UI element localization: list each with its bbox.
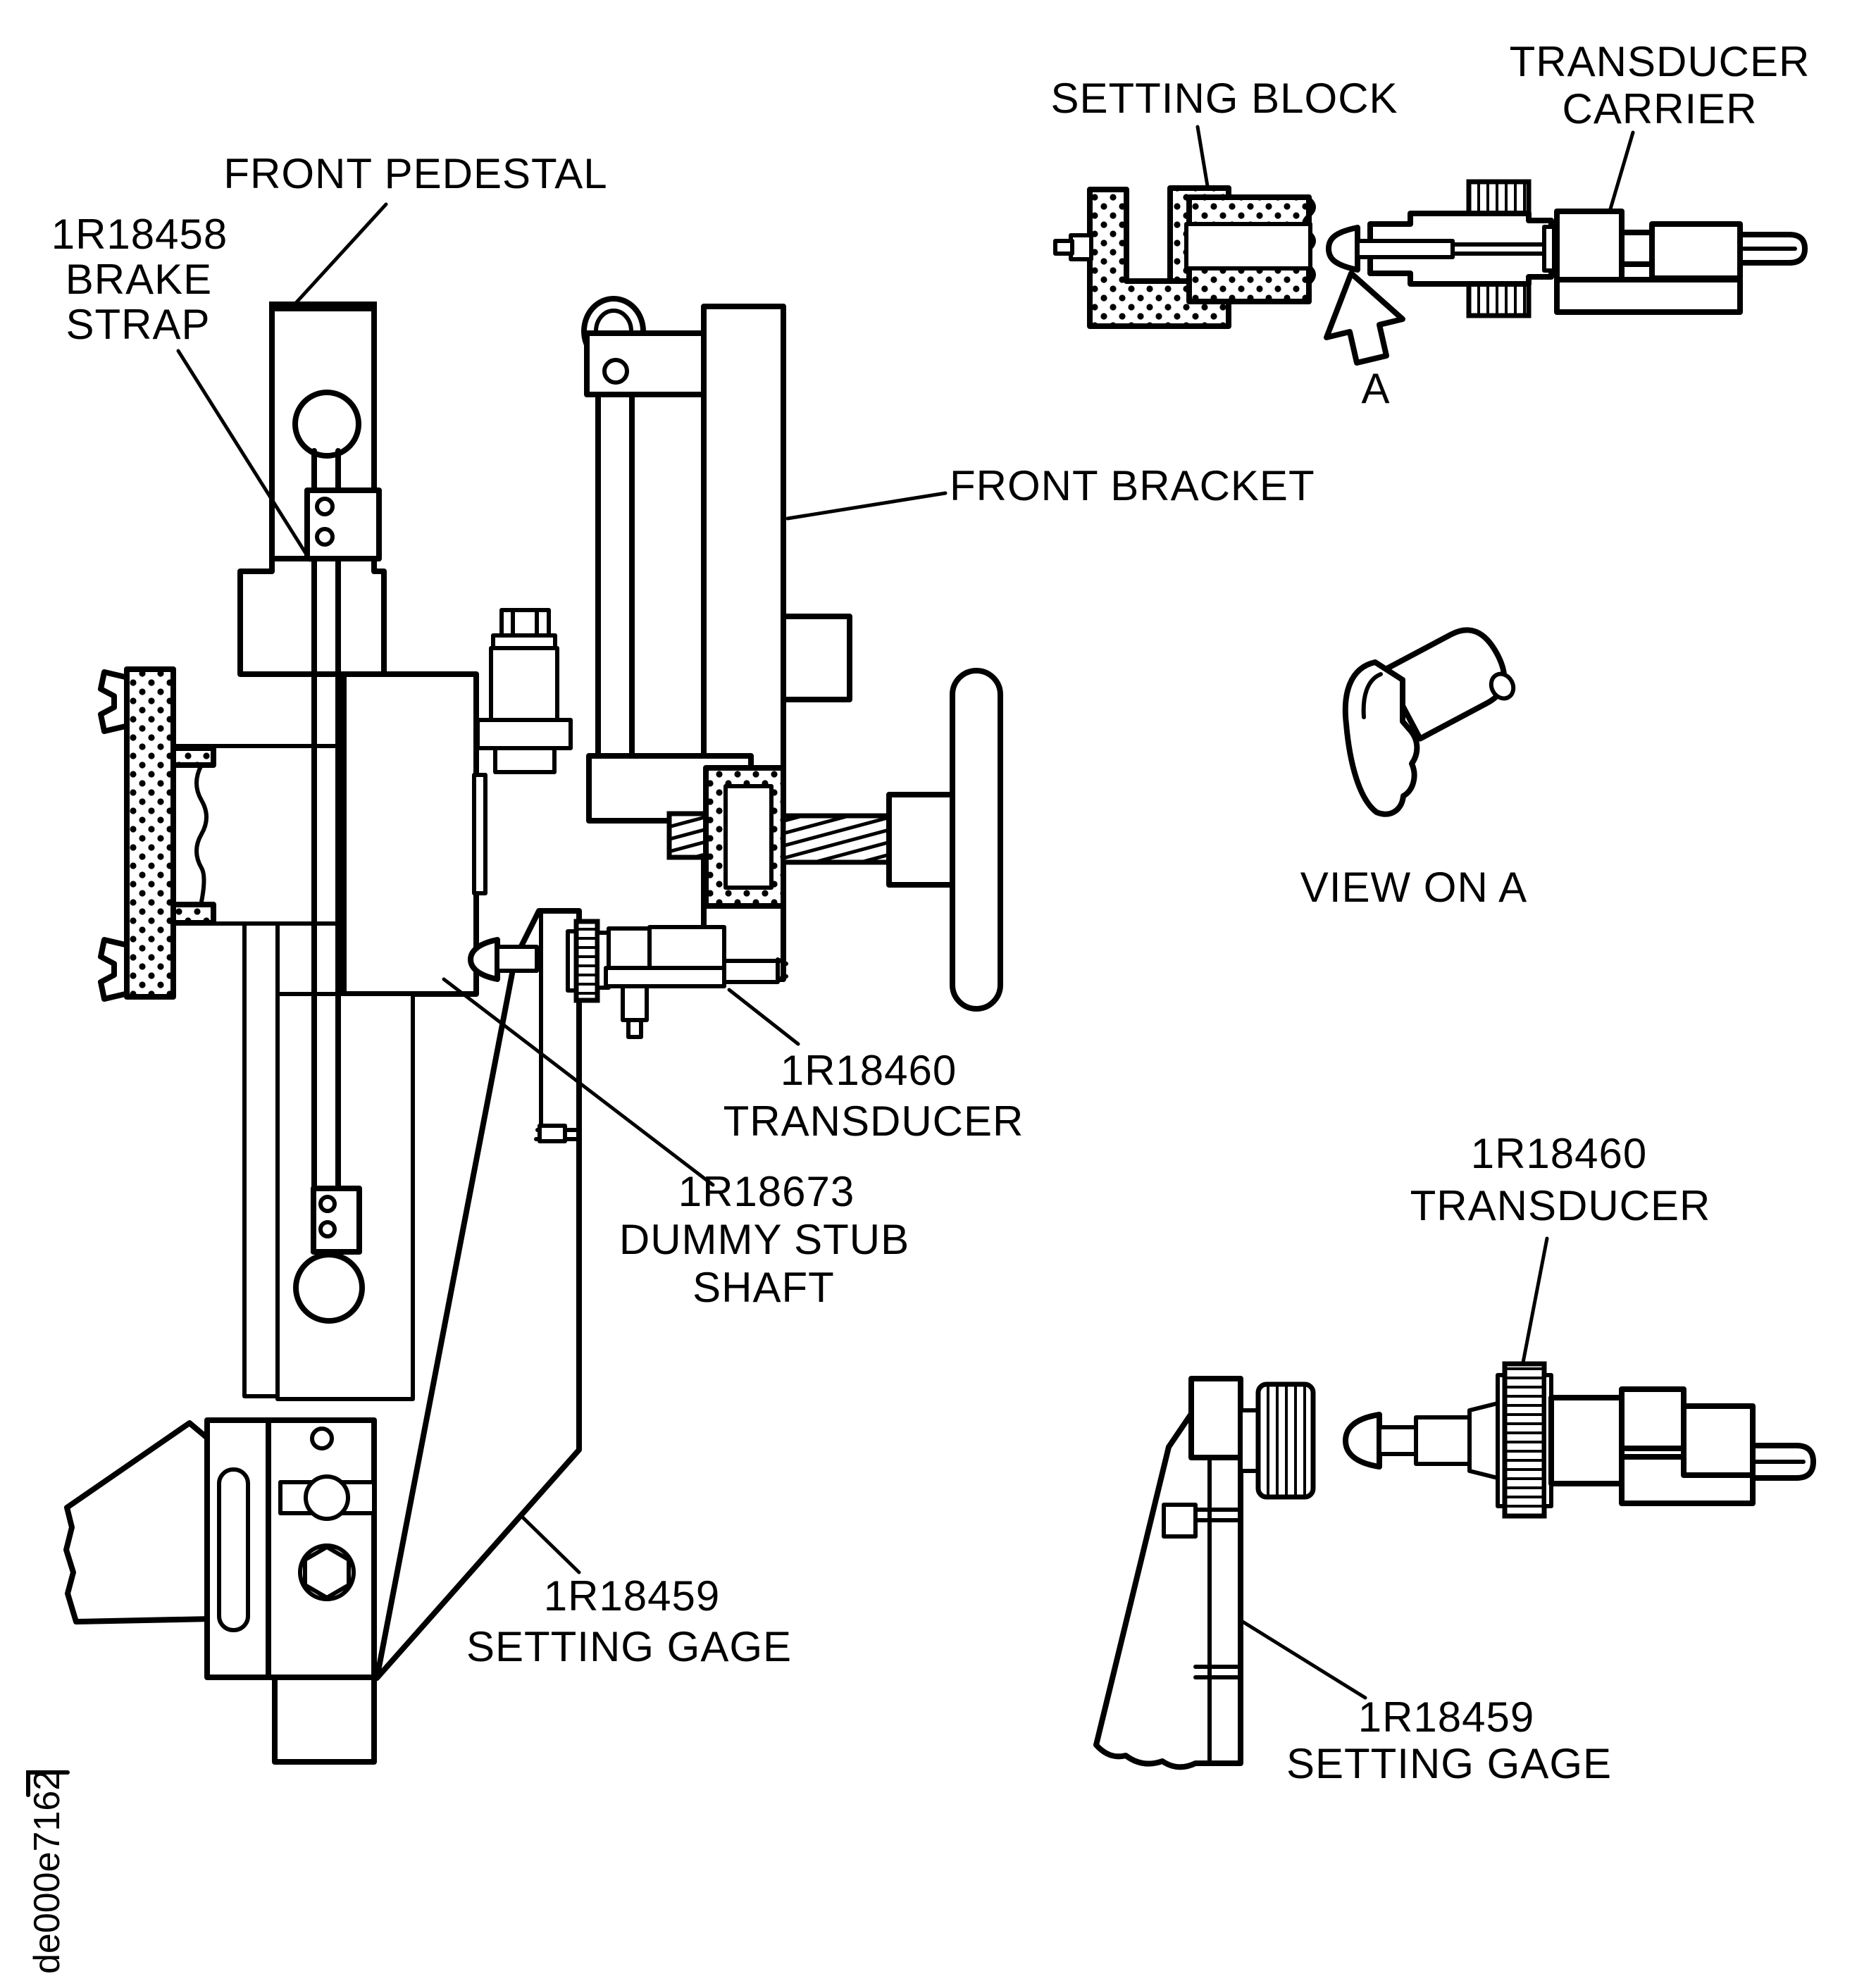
label-brake-strap-l2: BRAKE xyxy=(66,256,212,303)
transducer-main-part xyxy=(468,919,788,1039)
label-gage-main-part: 1R18459 xyxy=(544,1572,721,1620)
setting-gage-detail-drawing xyxy=(1093,1376,1316,1770)
label-transducer-detail-part: 1R18460 xyxy=(1471,1130,1648,1177)
label-transducer-main-part: 1R18460 xyxy=(781,1047,957,1094)
label-front-pedestal: FRONT PEDESTAL xyxy=(223,150,607,197)
setting-block-detail xyxy=(1053,185,1316,329)
label-transducer-detail-l2: TRANSDUCER xyxy=(1410,1182,1711,1229)
label-brake-strap-l3: STRAP xyxy=(66,301,210,348)
figure-code-block: de000e7162 xyxy=(26,1770,70,1974)
left-flange xyxy=(98,666,346,1002)
torn-edge-wave xyxy=(194,763,209,904)
label-setting-block: SETTING BLOCK xyxy=(1050,75,1398,122)
brake-strap-part xyxy=(292,390,382,1324)
label-carrier-l2: CARRIER xyxy=(1562,85,1757,132)
main-assembly-drawing xyxy=(63,296,1003,1765)
label-view-on-a: VIEW ON A xyxy=(1300,864,1527,911)
label-brake-strap-part: 1R18458 xyxy=(51,211,228,258)
transducer-detail-drawing xyxy=(1343,1361,1816,1519)
transducer-carrier-detail xyxy=(1324,179,1808,366)
label-front-bracket: FRONT BRACKET xyxy=(950,462,1315,509)
handwheel xyxy=(950,668,1003,1012)
label-dummy-part: 1R18673 xyxy=(678,1168,855,1215)
direction-arrow-a xyxy=(1324,271,1405,366)
label-arrow-a: A xyxy=(1361,365,1390,412)
leader-lines xyxy=(176,125,1635,1700)
labels: FRONT PEDESTAL 1R18458 BRAKE STRAP SETTI… xyxy=(51,38,1810,1787)
figure-code-text: de000e7162 xyxy=(27,1770,68,1974)
base-assembly xyxy=(63,1417,377,1765)
label-dummy-l2: DUMMY STUB xyxy=(619,1216,909,1263)
figure-code-bracket xyxy=(26,1770,70,1797)
label-transducer-main-l2: TRANSDUCER xyxy=(723,1098,1024,1145)
adjusting-screw-assembly xyxy=(666,668,1003,1012)
hex-bolt xyxy=(303,1544,351,1601)
label-gage-detail-part: 1R18459 xyxy=(1358,1694,1535,1741)
label-dummy-l3: SHAFT xyxy=(692,1264,835,1311)
label-gage-main-l2: SETTING GAGE xyxy=(466,1623,792,1670)
view-a-pin-drawing xyxy=(1342,627,1516,817)
front-bracket-part xyxy=(476,296,852,982)
knurled-knob xyxy=(1255,1381,1316,1500)
label-gage-detail-l2: SETTING GAGE xyxy=(1286,1740,1612,1787)
label-carrier-l1: TRANSDUCER xyxy=(1510,38,1810,85)
